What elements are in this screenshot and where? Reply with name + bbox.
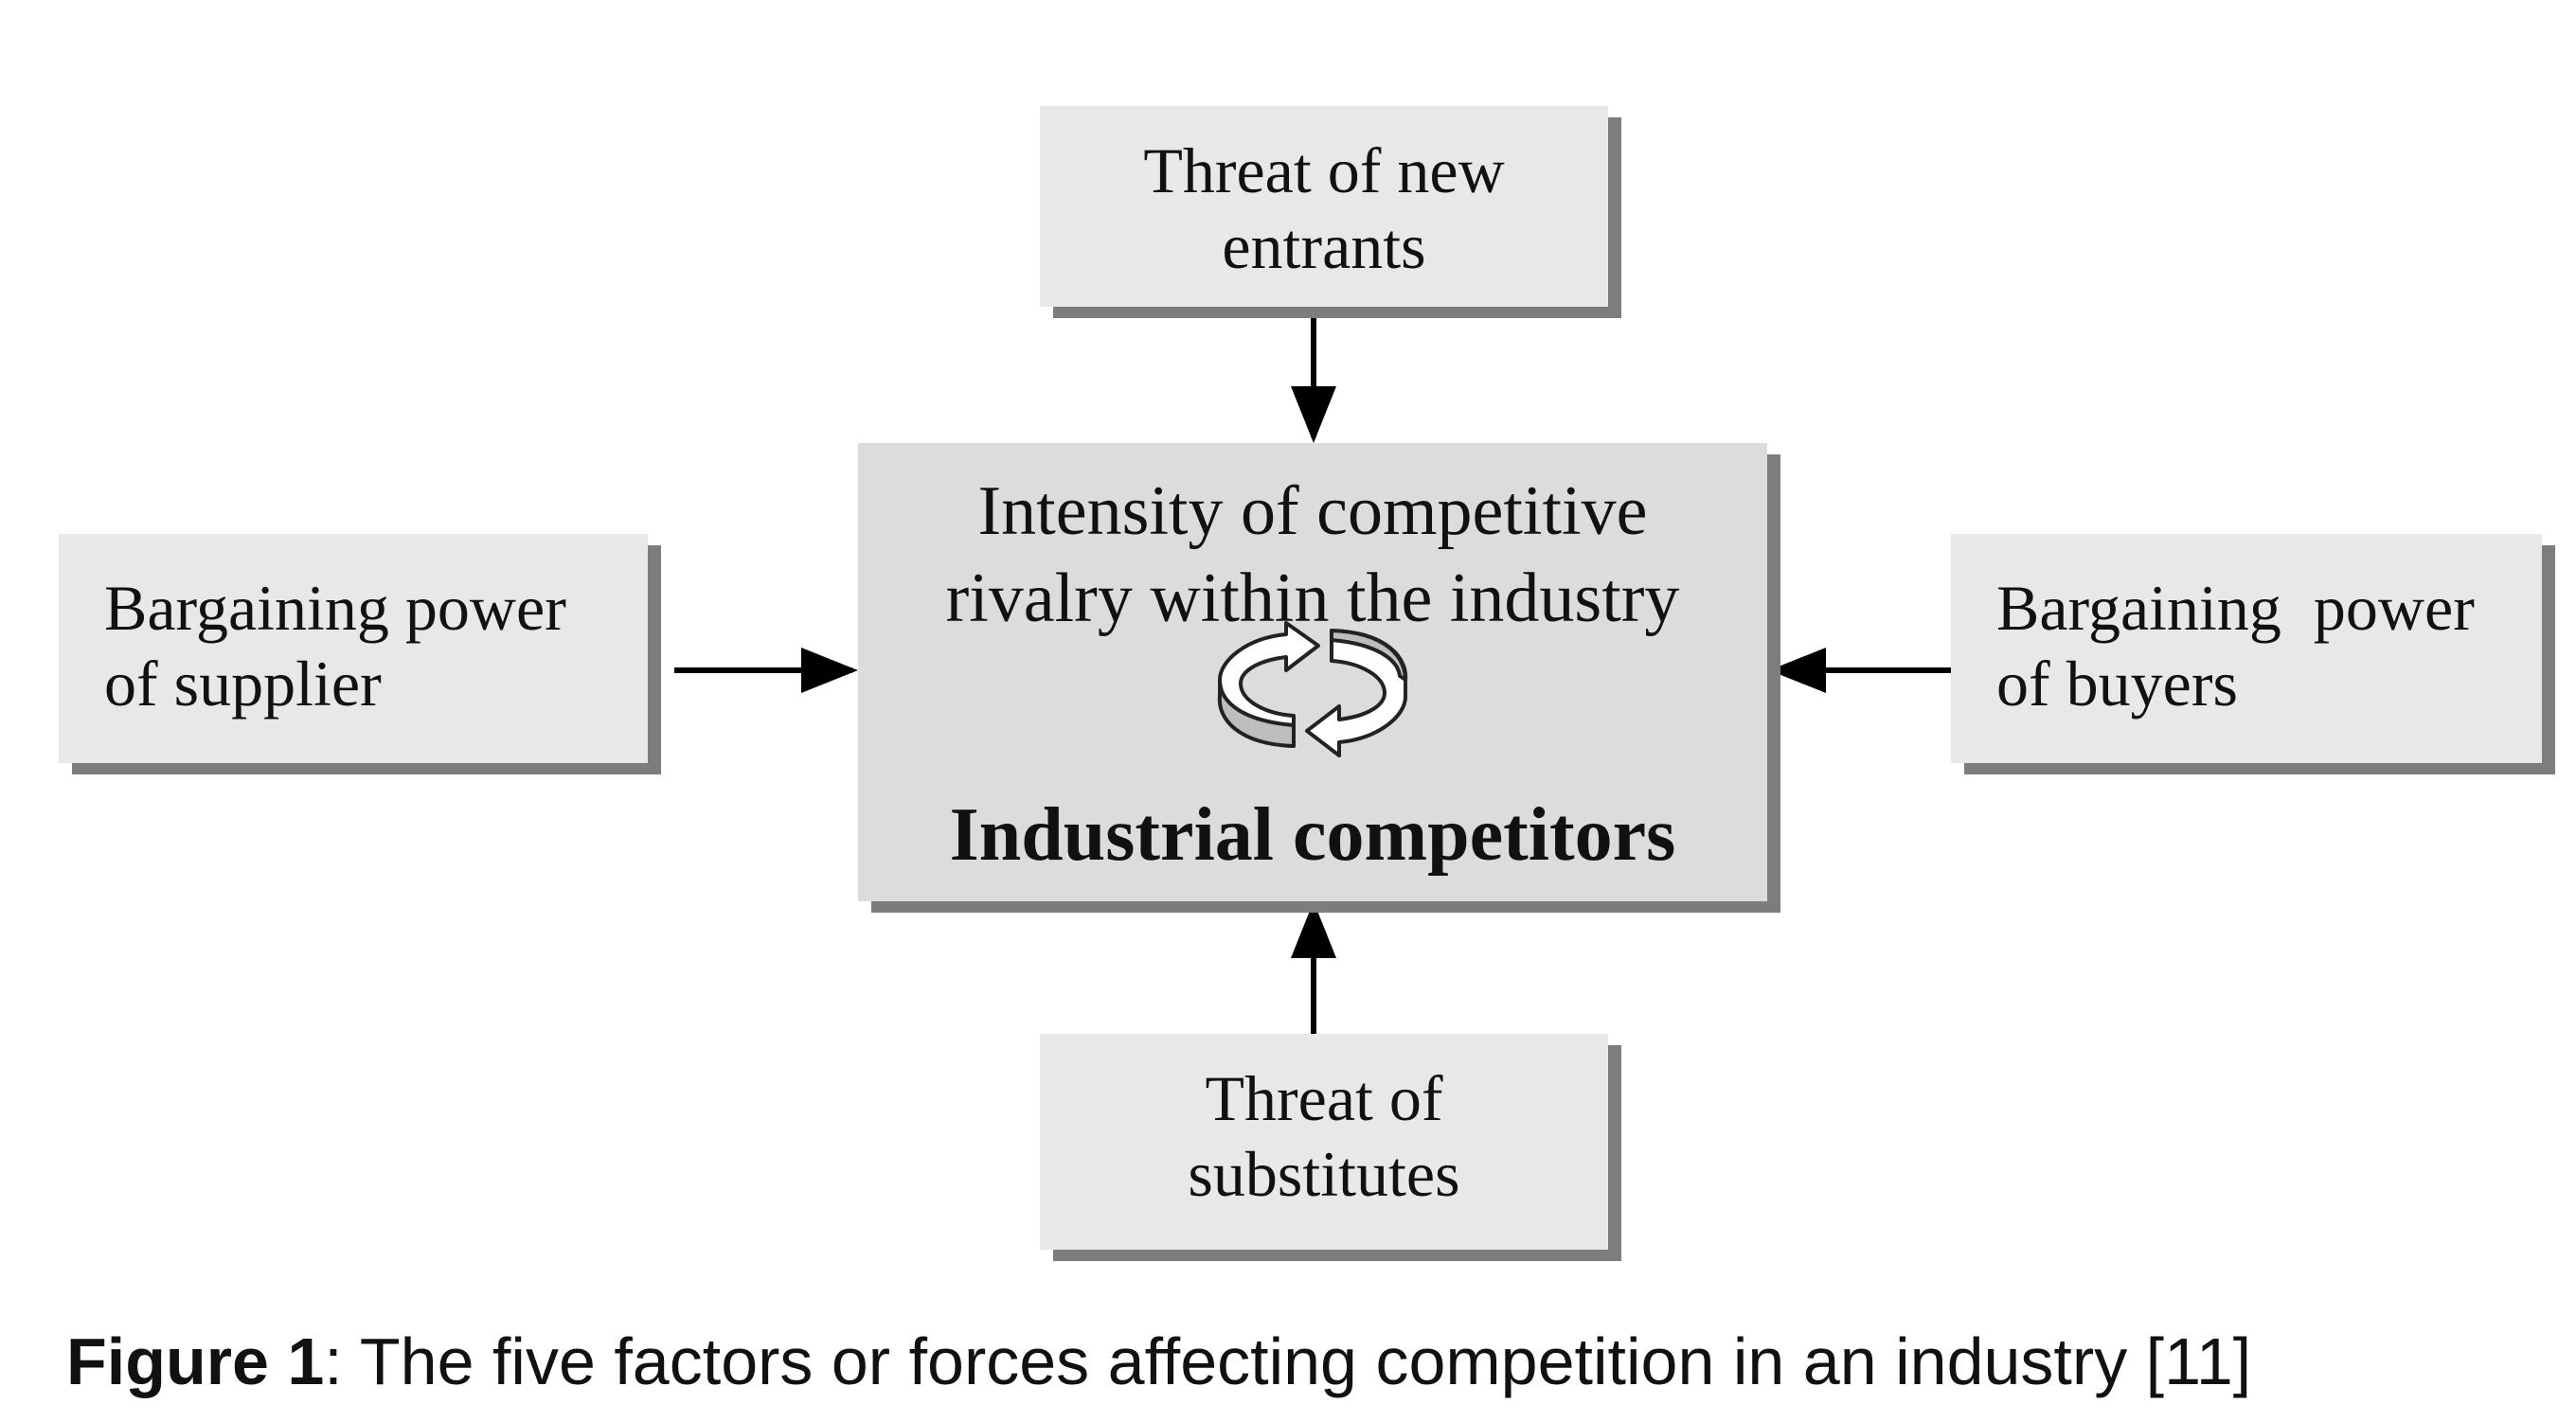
- figure-caption-text: : The five factors or forces affecting c…: [324, 1324, 2252, 1398]
- supplier-power-box: Bargaining power of supplier: [59, 534, 648, 763]
- buyer-power-box: Bargaining power of buyers: [1951, 534, 2542, 763]
- supplier-power-label: Bargaining power of supplier: [104, 572, 566, 720]
- threat-substitutes-label: Threat of substitutes: [1188, 1062, 1460, 1210]
- buyer-power-label: Bargaining power of buyers: [1996, 572, 2475, 720]
- threat-new-entrants-label: Threat of new entrants: [1143, 134, 1505, 282]
- figure-caption-label: Figure 1: [66, 1324, 325, 1398]
- cycle-arrows-icon: [1217, 621, 1408, 757]
- rivalry-intensity-label: Intensity of competitive rivalry within …: [945, 472, 1680, 637]
- threat-new-entrants-box: Threat of new entrants: [1040, 106, 1608, 307]
- threat-substitutes-box: Threat of substitutes: [1040, 1034, 1608, 1250]
- industrial-competitors-title: Industrial competitors: [949, 793, 1676, 877]
- figure-caption: Figure 1: The five factors or forces aff…: [66, 1322, 2251, 1401]
- industrial-competitors-box: Intensity of competitive rivalry within …: [858, 443, 1767, 901]
